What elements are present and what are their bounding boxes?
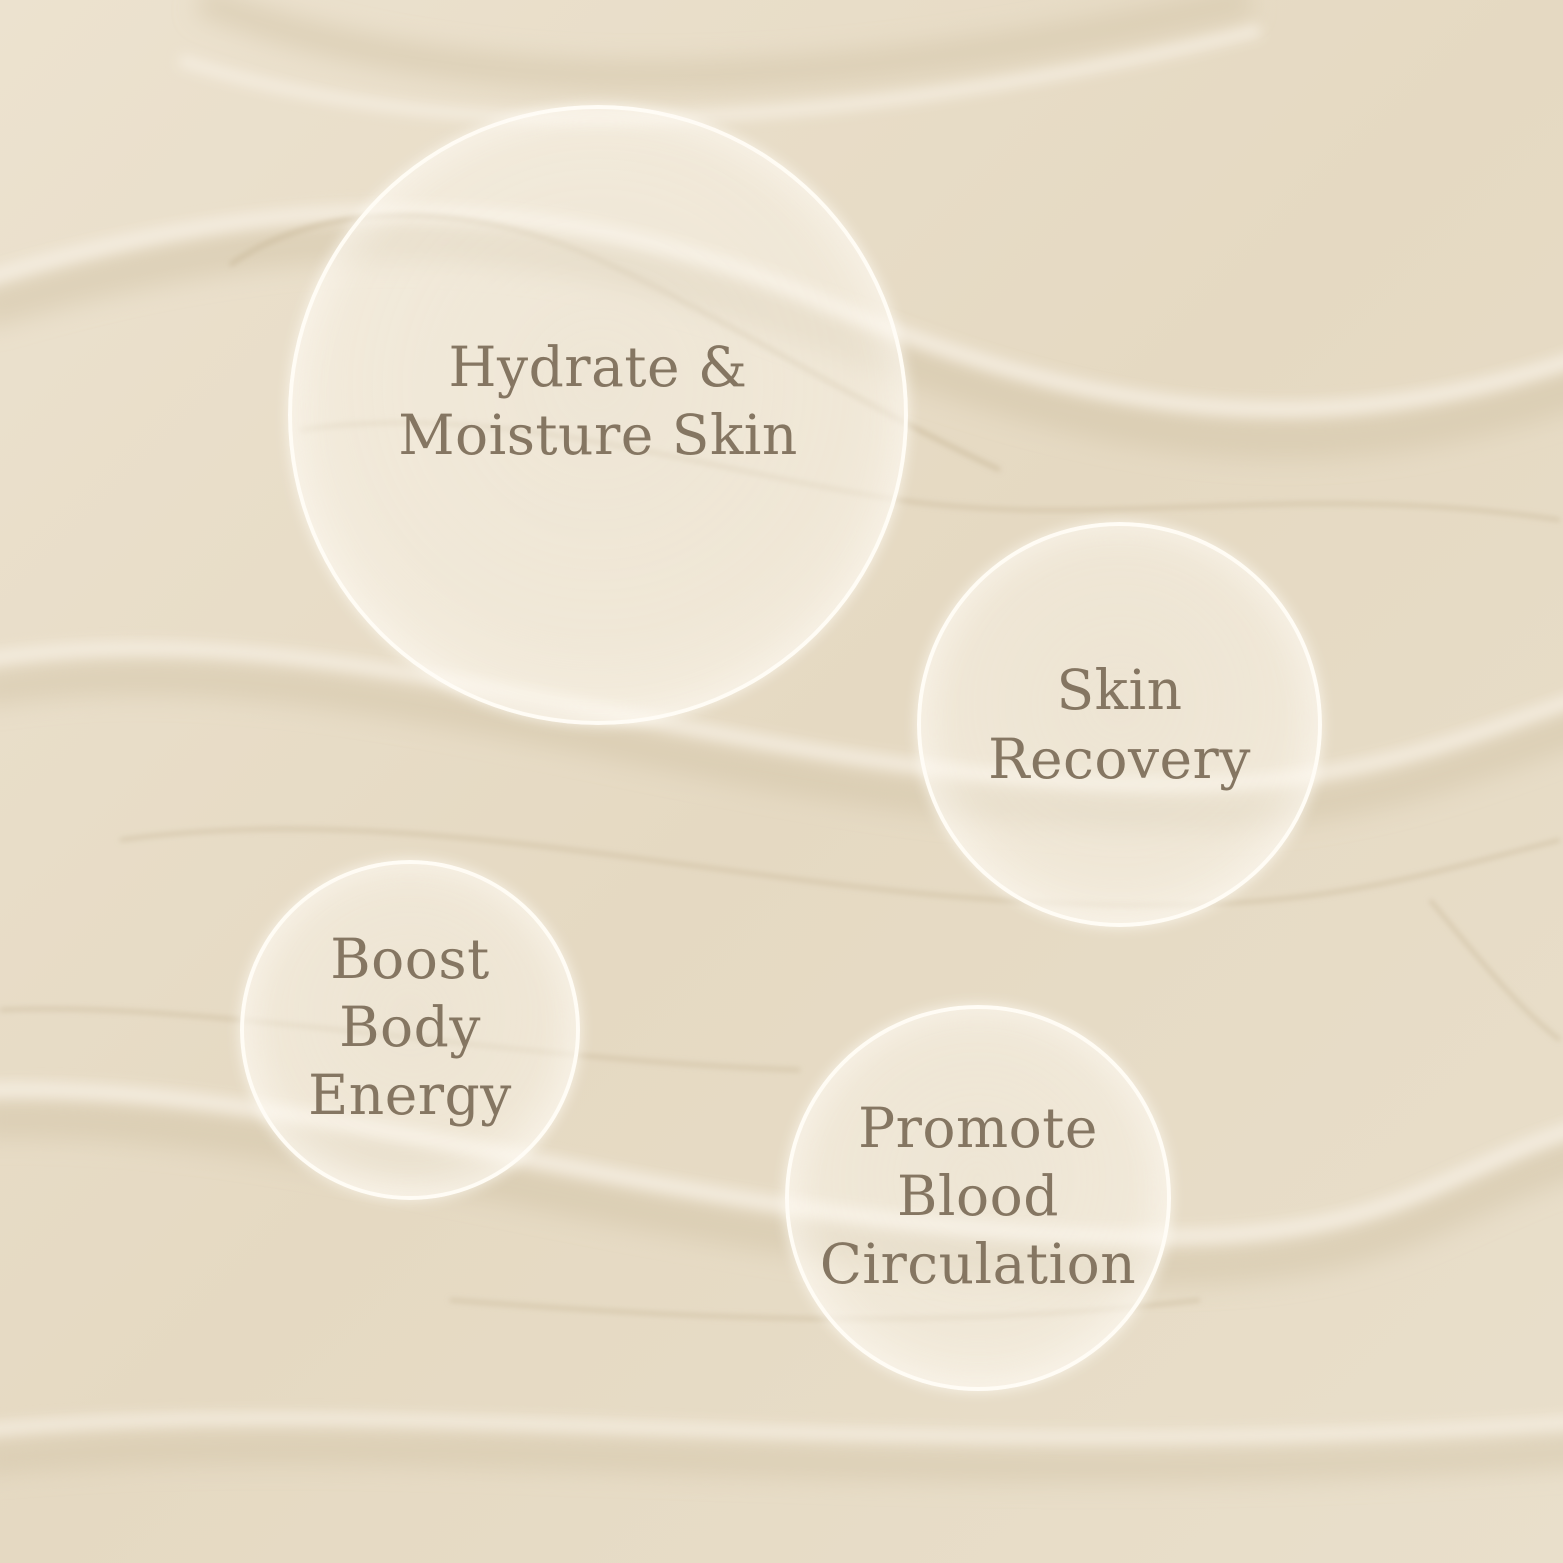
benefit-label: Boost Body Energy (308, 926, 512, 1128)
benefit-label: Hydrate & Moisture Skin (398, 334, 798, 467)
benefit-bubble-circulation: Promote Blood Circulation (785, 1005, 1171, 1391)
benefit-bubble-hydrate: Hydrate & Moisture Skin (288, 105, 908, 725)
benefit-bubble-recovery: Skin Recovery (917, 522, 1322, 927)
benefit-bubble-energy: Boost Body Energy (240, 860, 580, 1200)
benefit-label: Promote Blood Circulation (819, 1095, 1137, 1297)
benefit-label: Skin Recovery (988, 658, 1251, 791)
